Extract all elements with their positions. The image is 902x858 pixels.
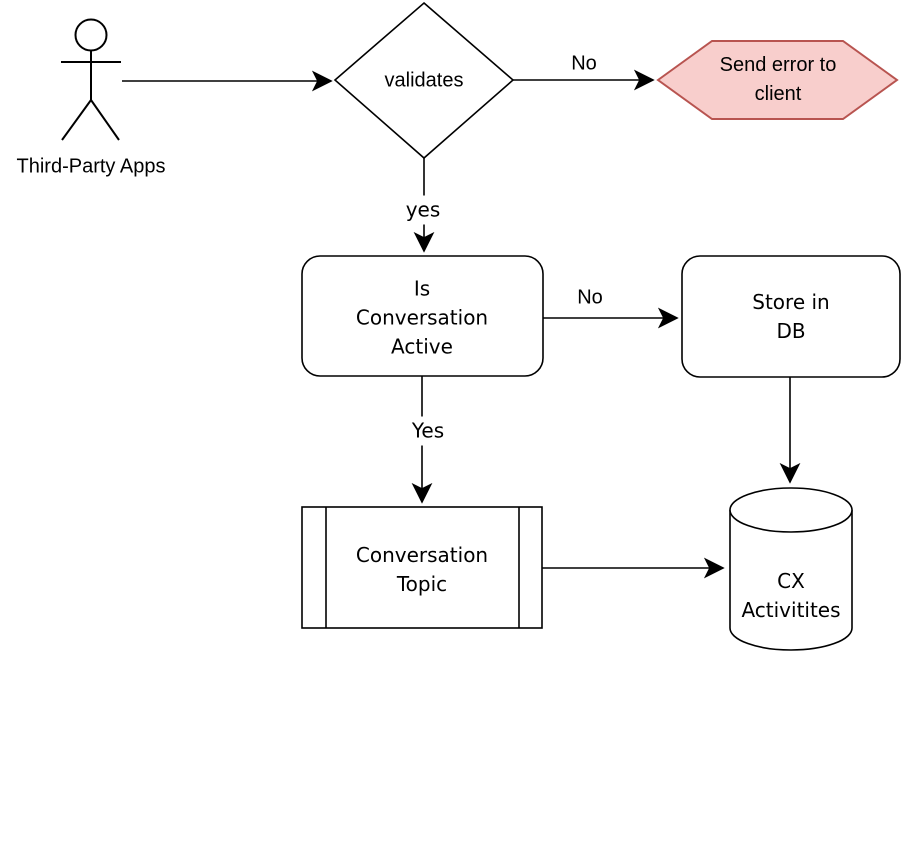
node-store-in-db-label: Store in DB [752,290,830,343]
conversation-topic-rect [301,506,543,629]
node-is-conversation-active-shape[interactable] [301,255,544,377]
node-conversation-topic-shape[interactable] [301,506,543,629]
node-is-conversation-active-label: Is Conversation Active [355,276,489,359]
edge-label-active-no: No [574,283,606,313]
actor-head [74,18,108,52]
hexagon-send-error-label: Send error to client [719,54,837,105]
actor-legs [61,99,120,141]
node-store-in-db-shape[interactable] [681,255,901,378]
actor-third-party-apps-label: Third-Party Apps [16,155,166,178]
edge-label-validates-yes: yes [402,195,444,225]
cylinder-top-rim [729,509,853,533]
node-conversation-topic-label: Conversation Topic [355,543,489,596]
edge-label-active-yes: Yes [408,416,448,446]
hexagon-send-error-shape[interactable] [656,40,899,120]
edge-label-validates-no: No [568,49,600,79]
decision-validates-label: validates [384,69,464,92]
decision-validates-shape[interactable] [333,1,515,160]
node-cx-activities-label: CX Activitites [741,569,841,622]
node-cx-activities-shape[interactable] [729,487,853,651]
actor-third-party-apps-figure[interactable] [61,18,121,141]
